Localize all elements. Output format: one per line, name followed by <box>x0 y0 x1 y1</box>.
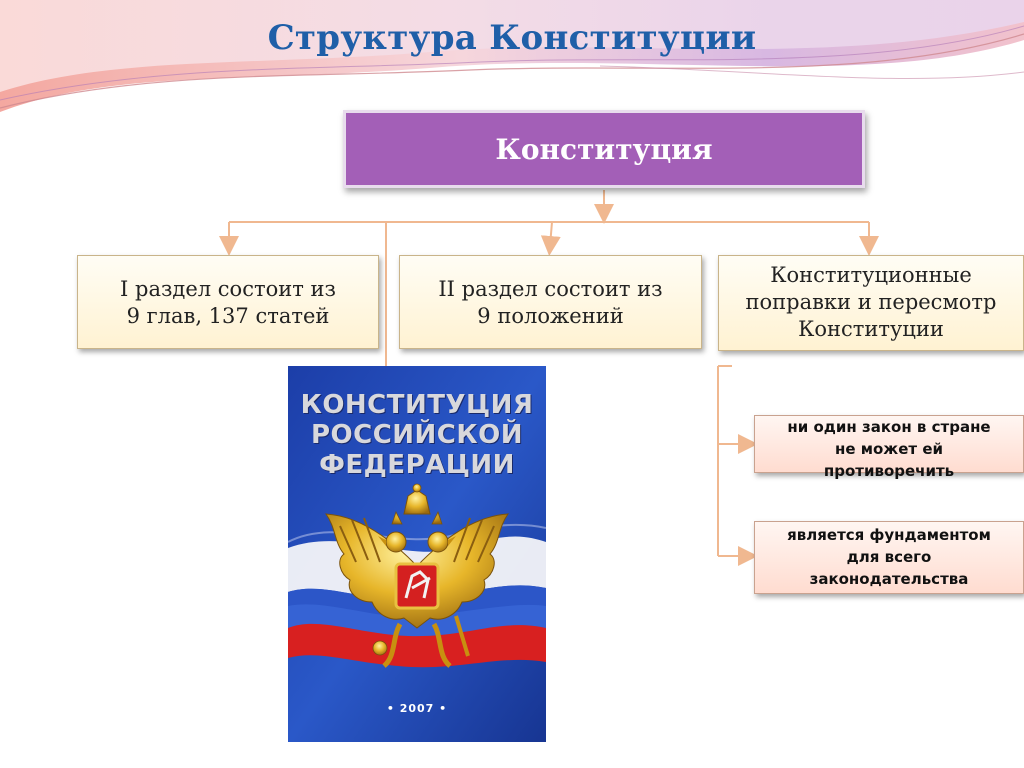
book-cover-title-line-3: ФЕДЕРАЦИИ <box>319 450 515 480</box>
section-2-line-1: II раздел состоит из <box>438 277 663 301</box>
section-2-node: II раздел состоит из 9 положений <box>399 255 702 349</box>
arrow-section-2 <box>540 221 561 256</box>
property-1-line-2: не может ей <box>834 440 944 458</box>
property-1-line-3: противоречить <box>823 462 955 480</box>
property-node-foundation: является фундаментом для всего законодат… <box>754 521 1024 594</box>
double-headed-eagle-emblem <box>324 483 510 668</box>
constitution-book-cover-image: КОНСТИТУЦИЯ РОССИЙСКОЙ ФЕДЕРАЦИИ • 2007 … <box>288 366 546 742</box>
property-node-no-contradiction: ни один закон в стране не может ей проти… <box>754 415 1024 480</box>
book-cover-title-line-1: КОНСТИТУЦИЯ <box>300 390 534 420</box>
amendments-line-2: поправки и пересмотр <box>745 290 997 314</box>
property-2-line-2: для всего <box>846 548 932 566</box>
property-1-line-1: ни один закон в стране <box>787 418 991 436</box>
section-1-line-2: 9 глав, 137 статей <box>126 304 330 328</box>
property-2-line-3: законодательства <box>809 570 969 588</box>
section-2-line-2: 9 положений <box>477 304 624 328</box>
section-1-line-1: I раздел состоит из <box>120 277 336 301</box>
header-wave-decoration <box>0 0 1024 112</box>
slide-title: Структура Конституции <box>267 18 757 58</box>
amendments-node: Конституционные поправки и пересмотр Кон… <box>718 255 1024 351</box>
book-cover-title: КОНСТИТУЦИЯ РОССИЙСКОЙ ФЕДЕРАЦИИ <box>288 390 546 480</box>
book-cover-year: • 2007 • <box>386 702 448 715</box>
section-1-node: I раздел состоит из 9 глав, 137 статей <box>77 255 379 349</box>
amendments-line-3: Конституции <box>798 317 944 341</box>
root-node-constitution: Конституция <box>343 110 865 188</box>
book-cover-artwork <box>288 366 546 742</box>
property-2-line-1: является фундаментом <box>787 526 991 544</box>
amendments-line-1: Конституционные <box>770 263 972 287</box>
book-cover-title-line-2: РОССИЙСКОЙ <box>310 420 524 450</box>
